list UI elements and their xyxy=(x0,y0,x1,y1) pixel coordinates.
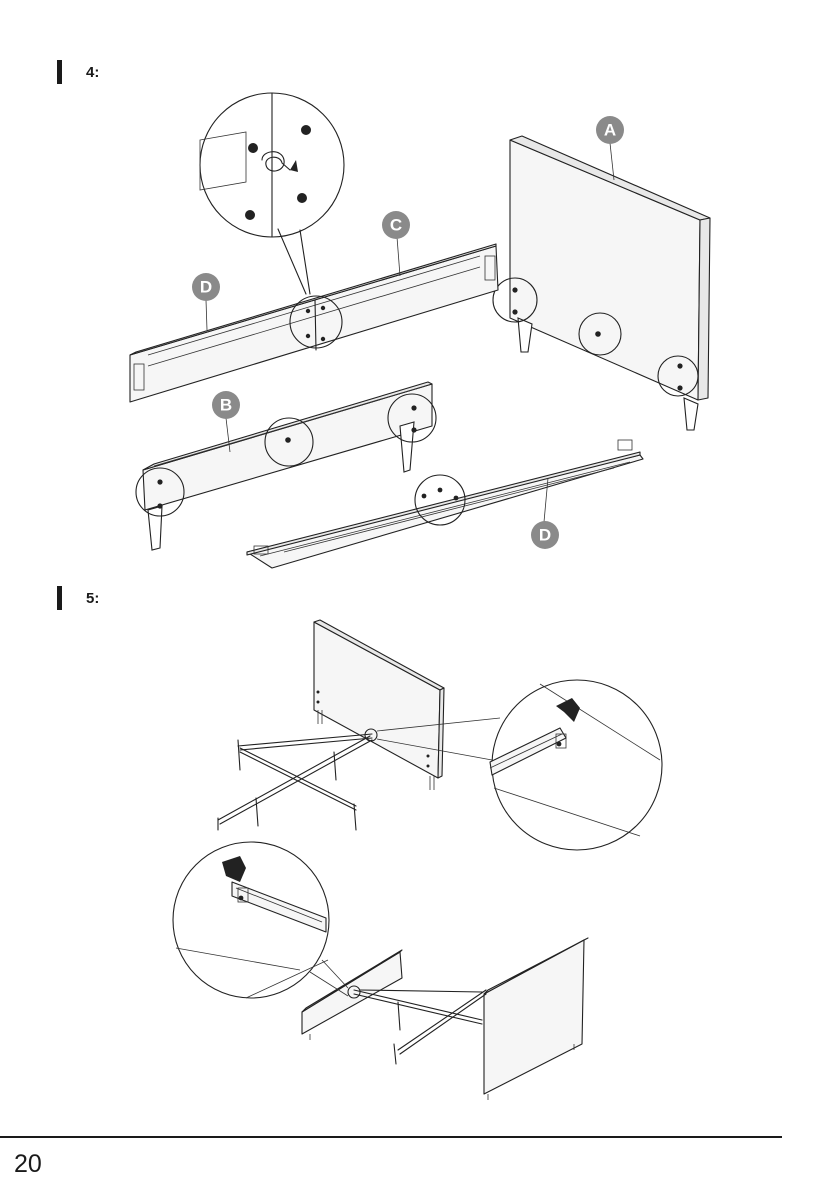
page-number: 20 xyxy=(14,1150,42,1179)
bracket-icon xyxy=(556,698,580,722)
assembly-headboard-view xyxy=(218,620,444,830)
rotation-arrow-icon xyxy=(262,152,290,171)
svg-text:A: A xyxy=(604,121,616,140)
step-5-illustration xyxy=(0,600,840,1120)
part-badge-a: A xyxy=(596,116,624,144)
svg-text:B: B xyxy=(220,396,232,415)
part-badge-c: C xyxy=(382,211,410,239)
lower-bracket-callout xyxy=(173,842,348,998)
part-badge-d-lower: D xyxy=(531,521,559,549)
side-rail-c-d xyxy=(130,244,498,402)
part-badge-d-upper: D xyxy=(192,273,220,301)
svg-text:D: D xyxy=(539,526,551,545)
step-4-illustration: A C D B D xyxy=(0,0,840,590)
footer-divider xyxy=(0,1136,782,1138)
joint-detail-callout xyxy=(200,93,344,294)
bolt-icon xyxy=(245,125,311,220)
headboard-a xyxy=(493,136,710,430)
svg-text:D: D xyxy=(200,278,212,297)
svg-text:C: C xyxy=(390,216,402,235)
assembly-footboard-view xyxy=(302,938,588,1100)
part-badge-b: B xyxy=(212,391,240,419)
